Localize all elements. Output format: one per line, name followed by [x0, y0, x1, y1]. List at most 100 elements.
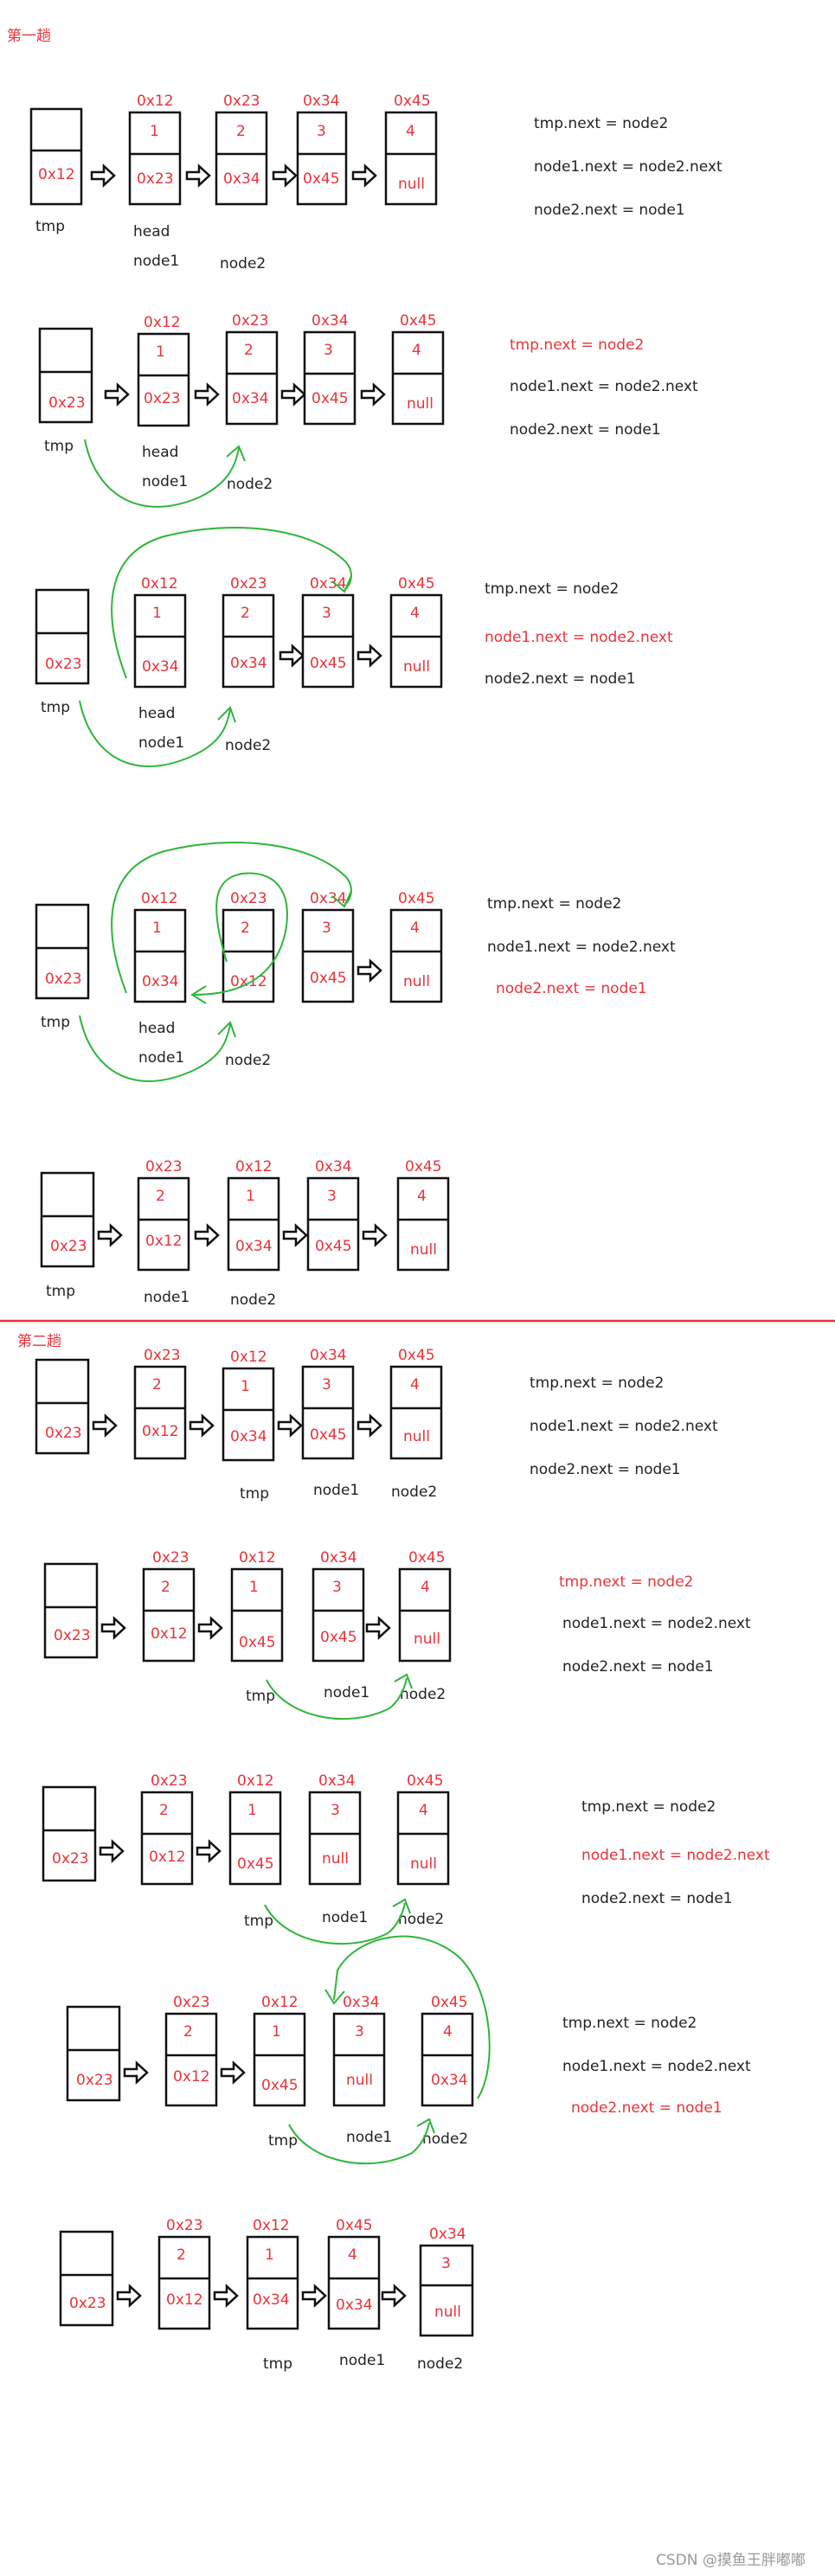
tmp-label: tmp — [41, 1014, 70, 1031]
pointer-label: node2 — [225, 1052, 271, 1069]
node-address: 0x12 — [137, 93, 174, 110]
node-value: 3 — [317, 123, 326, 140]
node-value: 3 — [322, 1376, 331, 1394]
reassign-curve — [288, 2122, 430, 2165]
node-address: 0x23 — [173, 1994, 210, 2011]
node-value: 2 — [244, 342, 254, 359]
pointer-label: head — [138, 705, 175, 722]
pointer-label: node2 — [400, 1686, 446, 1703]
reassign-curve — [79, 700, 231, 767]
node-value: 4 — [421, 1579, 430, 1596]
node-value: 2 — [152, 1376, 162, 1394]
pointer-label: head — [142, 444, 178, 461]
node-value: 3 — [332, 1579, 342, 1596]
reassign-curve — [333, 1935, 491, 2099]
list-node-box — [308, 1791, 362, 1886]
code-line: node2.next = node1 — [485, 670, 636, 688]
link-arrow — [381, 2284, 407, 2308]
step-4: 0x23 tmp 0x12 1 0x34 0x23 2 0x12 0x34 3 … — [35, 842, 676, 1082]
step-5: 0x23 tmp 0x23 2 0x12 0x12 1 0x34 0x34 3 … — [40, 1158, 450, 1309]
node-address: 0x45 — [398, 575, 435, 593]
list-node-box — [303, 330, 356, 426]
code-line: node2.next = node1 — [562, 1658, 714, 1676]
node-address: 0x34 — [310, 890, 347, 907]
link-arrow — [100, 1616, 126, 1640]
reassign-curve — [266, 1677, 408, 1721]
pointer-label: node2 — [230, 1291, 276, 1309]
tmp-node-box — [43, 1562, 99, 1659]
list-node-box — [133, 593, 187, 689]
node-value: 4 — [419, 1802, 428, 1819]
node-address: 0x23 — [144, 1347, 181, 1364]
node-next-pointer: 0x12 — [166, 2291, 203, 2309]
link-arrow — [362, 1223, 388, 1247]
node-value: 2 — [156, 1188, 165, 1205]
link-arrow — [356, 644, 382, 668]
node-address: 0x45 — [408, 1549, 446, 1567]
link-arrow — [279, 644, 305, 668]
step-10: 0x23 0x23 2 0x12 0x12 1 0x34 0x45 4 0x34… — [59, 2217, 474, 2373]
tmp-label: tmp — [44, 438, 74, 455]
list-node-box — [140, 1791, 194, 1886]
step-8: 0x23 0x23 2 0x12 0x12 1 0x45 0x34 3 null… — [42, 1772, 770, 1945]
node-next-pointer: 0x45 — [310, 1426, 347, 1444]
link-arrow — [220, 2060, 246, 2085]
node-value: 3 — [324, 342, 333, 359]
list-node-box — [230, 1567, 284, 1663]
node-value: 4 — [406, 123, 415, 140]
node-address: 0x45 — [398, 890, 435, 907]
reassign-curve — [111, 527, 352, 679]
node-value: 3 — [322, 605, 331, 622]
code-line: node1.next = node2.next — [530, 1418, 718, 1435]
node-next-pointer: 0x45 — [310, 655, 347, 672]
reassign-curve — [264, 1902, 406, 1945]
pointer-label: node1 — [324, 1684, 369, 1701]
node-address: 0x45 — [405, 1158, 442, 1176]
node-next-pointer: null — [414, 1631, 440, 1648]
tmp-node-box — [35, 1358, 90, 1455]
reassign-curve — [84, 439, 240, 508]
pointer-label: node1 — [133, 253, 179, 270]
code-line: node2.next = node1 — [510, 421, 661, 439]
node-next-pointer: 0x45 — [237, 1855, 274, 1873]
section-title-pass-1: 第一趟 — [7, 28, 51, 45]
step-3: 0x23 tmp 0x12 1 0x34 0x23 2 0x34 0x34 3 … — [35, 527, 673, 767]
node-address: 0x12 — [253, 2217, 290, 2234]
node-value: 1 — [152, 605, 162, 622]
list-node-box — [396, 1176, 450, 1272]
pointer-label: node2 — [417, 2355, 463, 2373]
pointer-label: node1 — [313, 1482, 359, 1499]
node-next-pointer: 0x34 — [232, 390, 269, 407]
node-address: 0x12 — [237, 1772, 274, 1790]
link-arrow — [351, 163, 377, 188]
link-arrow — [301, 2284, 327, 2308]
list-node-box — [246, 2235, 299, 2330]
pointer-label: node2 — [391, 1483, 437, 1501]
node-address: 0x23 — [230, 575, 267, 593]
code-line: tmp.next = node2 — [485, 580, 619, 598]
node-next-pointer: 0x12 — [145, 1233, 183, 1250]
pointer-label: node1 — [142, 473, 188, 490]
node-value: 4 — [412, 342, 421, 359]
pointer-label: node2 — [227, 476, 273, 493]
node-address: 0x23 — [232, 312, 269, 330]
list-node-box — [222, 593, 275, 689]
tmp-value: 0x23 — [48, 394, 86, 412]
reassign-curve — [79, 1015, 231, 1082]
link-arrow — [356, 1413, 382, 1438]
tmp-value: 0x23 — [69, 2295, 106, 2312]
pointer-label: head — [133, 223, 170, 240]
node-next-pointer: null — [403, 658, 430, 676]
pointer-label: tmp — [246, 1688, 275, 1705]
list-node-box — [312, 1567, 365, 1663]
code-line: node1.next = node2.next — [510, 378, 698, 395]
node-next-pointer: 0x23 — [144, 390, 181, 407]
list-node-box — [133, 908, 187, 1003]
list-node-box — [327, 2235, 381, 2330]
node-address: 0x45 — [431, 1994, 468, 2011]
link-arrow — [185, 163, 211, 188]
link-arrow — [196, 1839, 222, 1863]
tmp-value: 0x23 — [50, 1238, 87, 1255]
node-address: 0x12 — [141, 575, 178, 593]
